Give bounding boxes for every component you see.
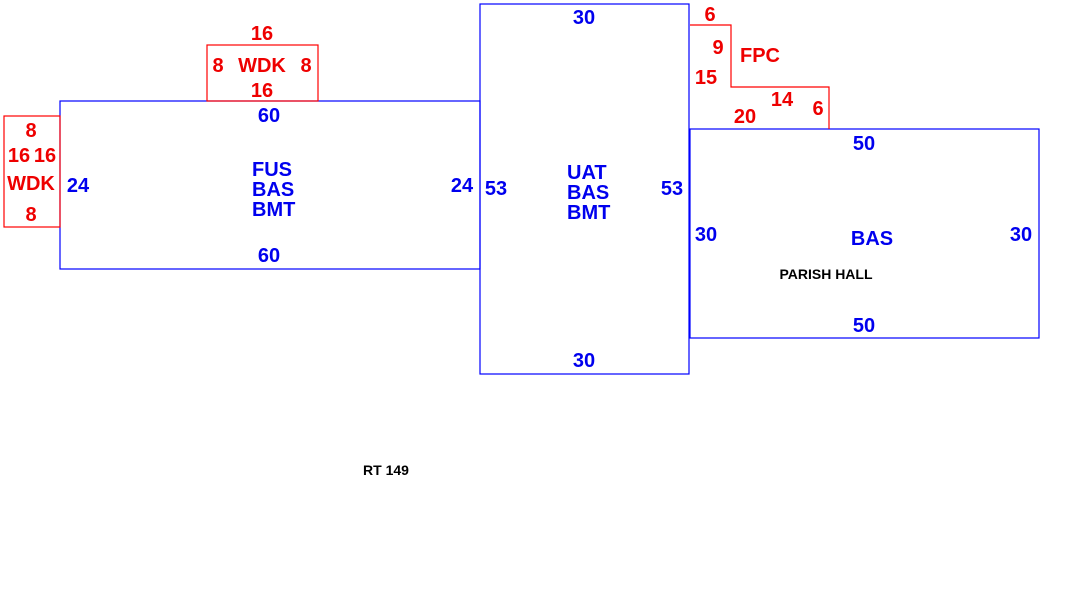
wdk-left-code: WDK [7,173,55,195]
uat-section-outline [479,3,690,375]
wdk-left-right-dim: 16 [34,145,56,167]
wdk-top-top-dim: 16 [251,23,273,45]
fus-top-dim: 60 [258,105,280,127]
fpc-code: FPC [740,45,780,67]
uat-bottom-dim: 30 [573,350,595,372]
road-label: RT 149 [363,462,409,478]
fpc-dim: 15 [695,67,717,89]
fus-bottom-dim: 60 [258,245,280,267]
wdk-left-top-dim: 8 [25,120,36,142]
parish-right-dim: 30 [1010,224,1032,246]
fpc-outline [690,24,830,129]
wdk-top-right-dim: 8 [300,55,311,77]
fpc-dim: 14 [771,89,794,111]
fus-left-dim: 24 [67,175,90,197]
fpc-dim: 6 [812,98,823,120]
parish-code: BAS [851,228,893,250]
uat-left-dim: 53 [485,178,507,200]
fpc-dim: 20 [734,106,756,128]
fus-code: FUS [252,159,292,181]
parish-top-dim: 50 [853,133,875,155]
fus-code: BAS [252,179,294,201]
wdk-top-code: WDK [238,55,286,77]
wdk-top-bottom-dim: 16 [251,80,273,102]
wdk-left-outline [3,115,61,228]
fus-right-dim: 24 [451,175,474,197]
uat-code: BAS [567,182,609,204]
fpc-dim: 9 [712,37,723,59]
uat-top-dim: 30 [573,7,595,29]
wdk-left-left-dim: 16 [8,145,30,167]
parish-hall-label: PARISH HALL [779,266,873,282]
wdk-top-left-dim: 8 [212,55,223,77]
parish-hall-outline [689,128,1040,339]
wdk-left-bottom-dim: 8 [25,204,36,226]
uat-code: UAT [567,162,607,184]
fpc-dim: 6 [704,4,715,26]
fus-code: BMT [252,199,295,221]
uat-code: BMT [567,202,610,224]
uat-right-dim: 53 [661,178,683,200]
parish-left-dim: 30 [695,224,717,246]
parish-bottom-dim: 50 [853,315,875,337]
wdk-top-outline [206,44,319,102]
